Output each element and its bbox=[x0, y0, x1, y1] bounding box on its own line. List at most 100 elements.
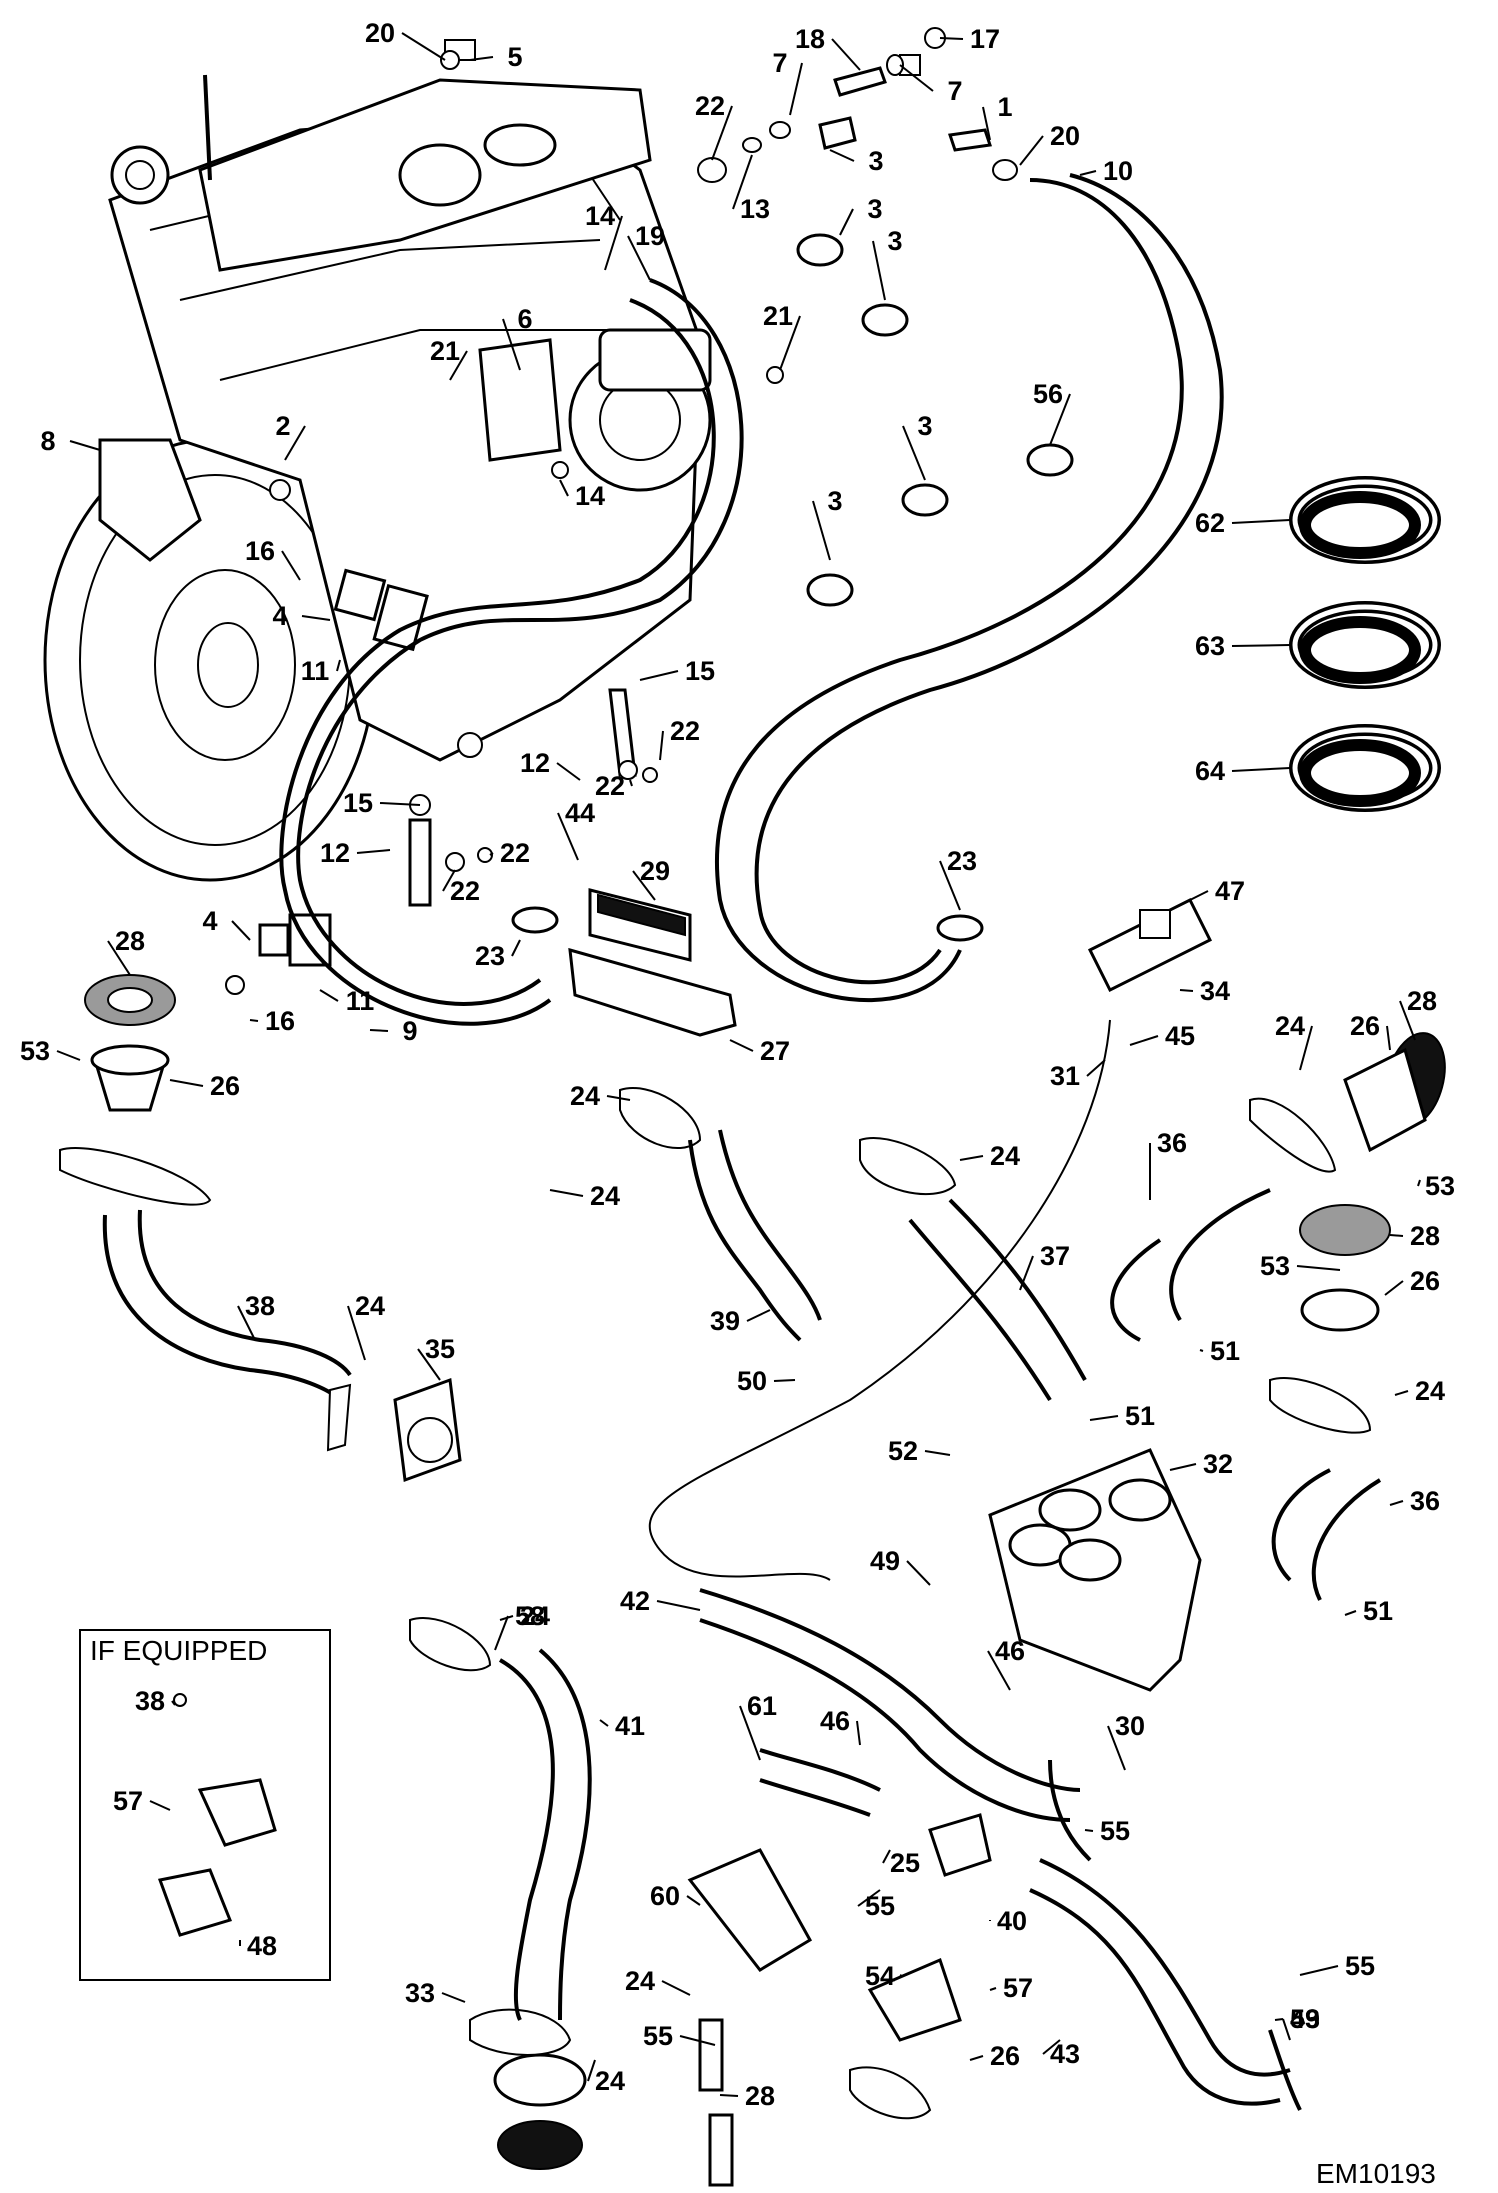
callout-11: 11 bbox=[301, 656, 330, 686]
leader-line-42 bbox=[656, 1600, 701, 1611]
callout-1: 1 bbox=[997, 92, 1012, 122]
hose-coil-63 bbox=[1289, 601, 1441, 689]
lower-manifold bbox=[687, 1588, 1302, 2187]
callout-20: 20 bbox=[1050, 121, 1080, 151]
callout-8: 8 bbox=[40, 426, 55, 456]
leader-line-60 bbox=[686, 1895, 701, 1906]
leader-line-24 bbox=[1394, 1390, 1409, 1396]
leader-line-55 bbox=[857, 1889, 881, 1907]
leader-line-20 bbox=[401, 32, 446, 61]
callout-34: 34 bbox=[1200, 976, 1230, 1006]
callout-36: 36 bbox=[1157, 1128, 1187, 1158]
callout-63: 63 bbox=[1195, 631, 1225, 661]
leader-line-50 bbox=[773, 1379, 796, 1382]
callout-58: 58 bbox=[515, 1601, 545, 1631]
leader-line-61 bbox=[739, 1705, 761, 1761]
leader-line-35 bbox=[417, 1348, 441, 1381]
leader-line-2 bbox=[284, 425, 306, 461]
callout-3: 3 bbox=[887, 226, 902, 256]
callout-41: 41 bbox=[615, 1711, 645, 1741]
leader-line-3 bbox=[872, 240, 886, 301]
callout-53: 53 bbox=[20, 1036, 50, 1066]
leader-line-26 bbox=[1384, 1280, 1404, 1296]
callout-60: 60 bbox=[650, 1881, 680, 1911]
callout-53: 53 bbox=[1260, 1251, 1290, 1281]
leader-line-55 bbox=[1084, 1829, 1094, 1832]
callout-24: 24 bbox=[590, 1181, 620, 1211]
leader-line-26 bbox=[169, 1079, 204, 1087]
callout-33: 33 bbox=[405, 1978, 435, 2008]
leader-line-46 bbox=[856, 1720, 861, 1746]
leader-line-28 bbox=[107, 940, 131, 976]
leader-line-6 bbox=[502, 318, 521, 371]
leader-line-47 bbox=[1189, 890, 1209, 901]
leader-line-12 bbox=[356, 849, 391, 854]
callout-54: 54 bbox=[865, 1961, 895, 1991]
callout-55: 55 bbox=[865, 1891, 895, 1921]
callout-18: 18 bbox=[795, 24, 825, 54]
callout-53: 53 bbox=[1425, 1171, 1455, 1201]
callout-3: 3 bbox=[917, 411, 932, 441]
callout-24: 24 bbox=[355, 1291, 385, 1321]
leader-line-22 bbox=[711, 105, 733, 161]
leader-lines bbox=[56, 32, 1421, 2097]
callout-26: 26 bbox=[1410, 1266, 1440, 1296]
leader-line-46 bbox=[987, 1650, 1011, 1691]
callout-24: 24 bbox=[570, 1081, 600, 1111]
callout-48: 48 bbox=[247, 1931, 277, 1961]
callout-28: 28 bbox=[1407, 986, 1437, 1016]
heater-hoses bbox=[279, 173, 1224, 1026]
leader-line-17 bbox=[939, 37, 964, 40]
callout-61: 61 bbox=[747, 1691, 777, 1721]
leader-line-51 bbox=[1089, 1415, 1119, 1421]
leader-line-55 bbox=[679, 2035, 716, 2046]
leader-line-14 bbox=[559, 479, 569, 497]
callout-24: 24 bbox=[625, 1966, 655, 1996]
leader-line-29 bbox=[632, 870, 656, 901]
leader-line-43 bbox=[1282, 2018, 1291, 2041]
callout-14: 14 bbox=[575, 481, 605, 511]
vent-assemblies bbox=[59, 974, 1446, 2170]
callout-44: 44 bbox=[565, 798, 595, 828]
callout-55: 55 bbox=[1345, 1951, 1375, 1981]
leader-line-24 bbox=[606, 1095, 631, 1101]
leader-line-7 bbox=[899, 64, 934, 92]
leader-line-12 bbox=[556, 762, 581, 781]
callout-3: 3 bbox=[868, 146, 883, 176]
vent-right-upper bbox=[1249, 1032, 1446, 1434]
callout-3: 3 bbox=[827, 486, 842, 516]
leader-line-18 bbox=[831, 38, 861, 71]
leader-line-19 bbox=[627, 235, 651, 281]
leader-line-28 bbox=[719, 2094, 739, 2097]
leader-line-10 bbox=[1079, 170, 1097, 176]
leader-line-11 bbox=[336, 659, 341, 672]
callout-22: 22 bbox=[695, 91, 725, 121]
leader-line-4 bbox=[301, 615, 331, 621]
leader-line-57 bbox=[989, 1987, 997, 1991]
leader-line-22 bbox=[442, 869, 456, 892]
callout-13: 13 bbox=[740, 194, 770, 224]
leader-line-32 bbox=[1169, 1463, 1197, 1471]
callout-43: 43 bbox=[1290, 2004, 1320, 2034]
callout-38: 38 bbox=[245, 1291, 275, 1321]
leader-line-24 bbox=[959, 1155, 984, 1161]
leader-line-38 bbox=[237, 1305, 256, 1341]
callout-37: 37 bbox=[1040, 1241, 1070, 1271]
leader-line-63 bbox=[1231, 644, 1291, 647]
callout-51: 51 bbox=[1363, 1596, 1393, 1626]
callout-43: 43 bbox=[1050, 2039, 1080, 2069]
leader-line-24 bbox=[347, 1305, 366, 1361]
callout-46: 46 bbox=[995, 1636, 1025, 1666]
leader-line-4 bbox=[231, 920, 251, 941]
callout-51: 51 bbox=[1125, 1401, 1155, 1431]
callout-28: 28 bbox=[745, 2081, 775, 2111]
leader-line-62 bbox=[1231, 519, 1291, 524]
callout-30: 30 bbox=[1115, 1711, 1145, 1741]
leader-line-24 bbox=[549, 1189, 584, 1197]
leader-line-64 bbox=[1231, 767, 1291, 772]
leader-line-55 bbox=[1299, 1965, 1339, 1976]
air-duct-filter bbox=[568, 888, 737, 1037]
leader-line-56 bbox=[1049, 393, 1071, 446]
